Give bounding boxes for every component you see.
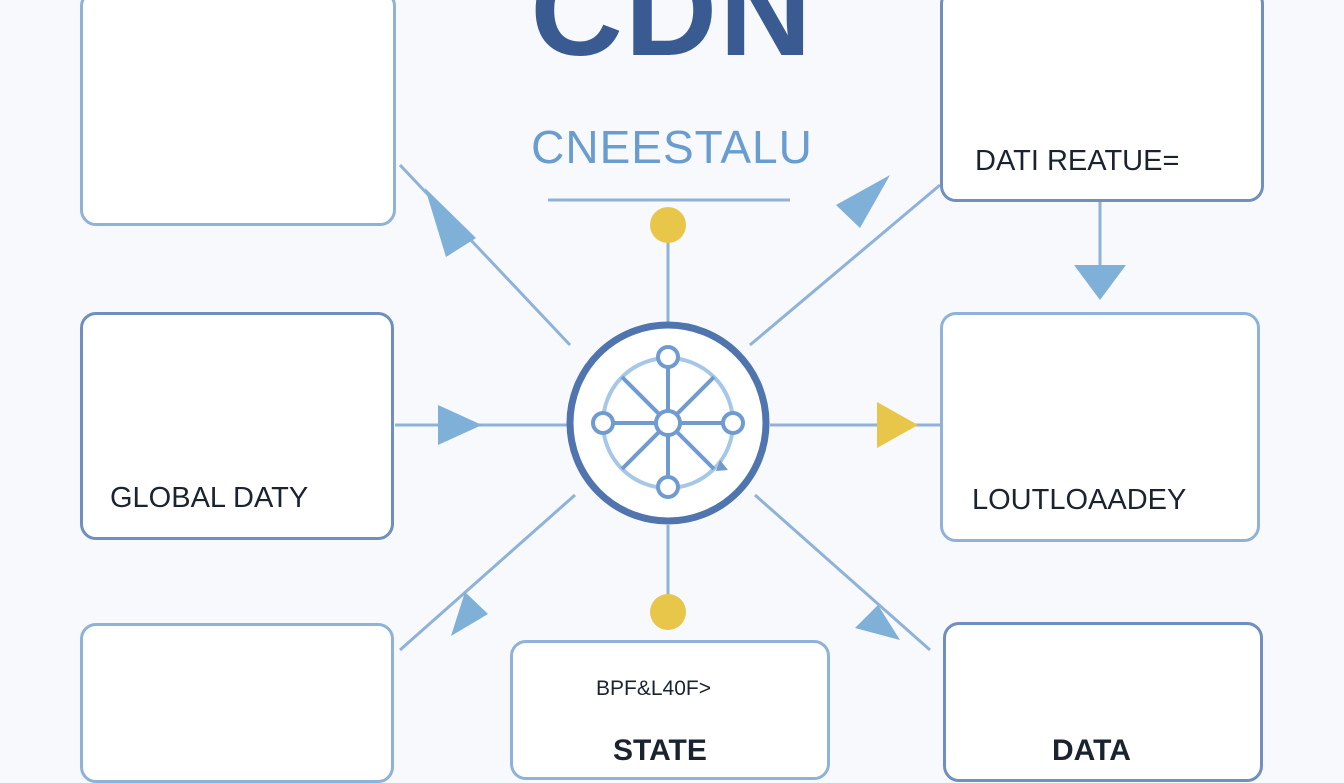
arrow-to-top-right xyxy=(836,175,890,228)
arrow-down-right xyxy=(1074,265,1126,300)
top-right-node-label: DATI REATUE= xyxy=(975,145,1180,177)
bottom-dot xyxy=(650,594,686,630)
arrow-to-mid-right xyxy=(877,402,918,448)
top-left-node[interactable] xyxy=(80,0,396,226)
arrow-to-top-left xyxy=(425,188,476,257)
bottom-center-node-sublabel: STATE xyxy=(613,734,707,767)
bottom-left-node[interactable] xyxy=(80,623,394,783)
mid-left-node-label: GLOBAL DATY xyxy=(110,482,309,514)
bottom-right-node-label: DATA xyxy=(1052,734,1131,767)
arrow-to-mid-left xyxy=(438,405,482,445)
page-title: CDN xyxy=(530,0,814,83)
top-dot xyxy=(650,207,686,243)
arrow-to-bottom-right xyxy=(855,605,900,640)
central-hub-icon xyxy=(566,321,770,525)
arrow-to-bottom-left xyxy=(451,592,488,636)
arrowheads xyxy=(425,175,1126,640)
page-subtitle: CNEESTALU xyxy=(531,121,813,173)
mid-left-node[interactable] xyxy=(80,312,394,540)
top-right-node[interactable] xyxy=(940,0,1264,202)
mid-right-node-label: LOUTLOAADEY xyxy=(972,484,1187,516)
mid-right-node[interactable] xyxy=(940,312,1260,542)
bottom-center-node-label: BPF&L40F> xyxy=(596,677,711,700)
